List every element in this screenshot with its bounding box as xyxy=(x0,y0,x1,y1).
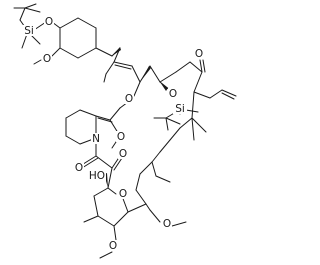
atom-ho: HO xyxy=(89,170,105,182)
atom-si-top: Si xyxy=(24,25,34,37)
atom-n-piperidine: N xyxy=(92,133,100,145)
atom-si-mid: Si xyxy=(175,103,185,115)
atom-o-ester-carbonyl: O xyxy=(117,131,125,143)
atom-o-ketone: O xyxy=(195,48,203,60)
atom-o-tbs: O xyxy=(45,16,53,28)
atom-o-silyl: O xyxy=(169,88,177,100)
atom-o-keto: O xyxy=(119,148,127,160)
atom-labels: Si O O O O O Si O N O O HO O O O xyxy=(22,16,204,252)
atom-o-ome-ring: O xyxy=(43,53,51,65)
molecule-structure-diagram: Si O O O O O Si O N O O HO O O O xyxy=(13,3,237,259)
atom-o-ring: O xyxy=(119,188,127,200)
atom-o-ome-bottom: O xyxy=(109,240,117,252)
atom-o-ome-mid: O xyxy=(163,218,171,230)
atom-o-amide: O xyxy=(75,162,83,174)
atom-o-ester: O xyxy=(125,93,133,105)
bond-lines xyxy=(13,3,237,259)
